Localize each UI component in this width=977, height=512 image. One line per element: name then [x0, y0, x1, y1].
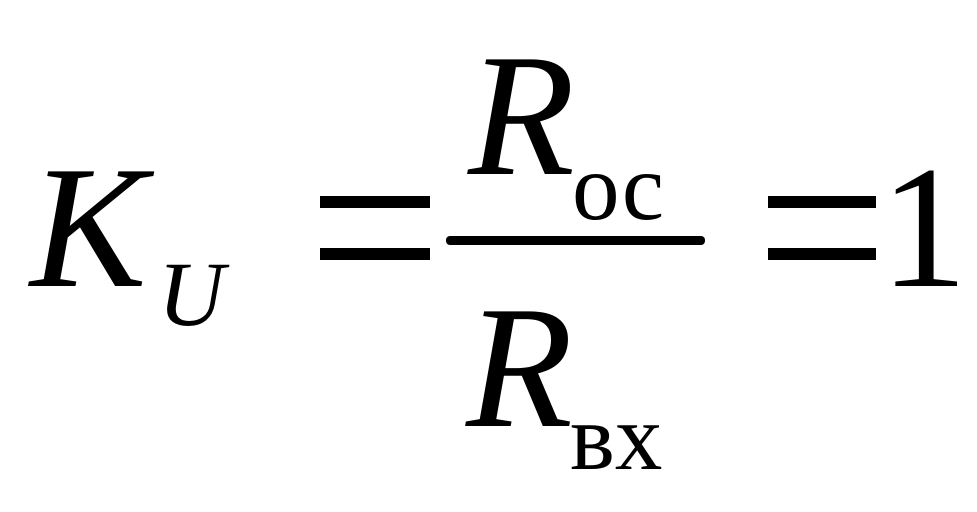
fraction-bar	[446, 236, 705, 245]
numerator-subscript: ос	[572, 134, 665, 240]
result-value: 1	[880, 130, 968, 324]
denominator-subscript: вх	[570, 384, 663, 490]
denominator-symbol: R	[466, 270, 573, 464]
lhs-symbol: K	[30, 130, 147, 324]
equals-sign-2	[768, 196, 876, 266]
numerator-symbol: R	[468, 18, 575, 212]
lhs-subscript: U	[158, 243, 225, 345]
equals-sign-1	[320, 196, 430, 266]
